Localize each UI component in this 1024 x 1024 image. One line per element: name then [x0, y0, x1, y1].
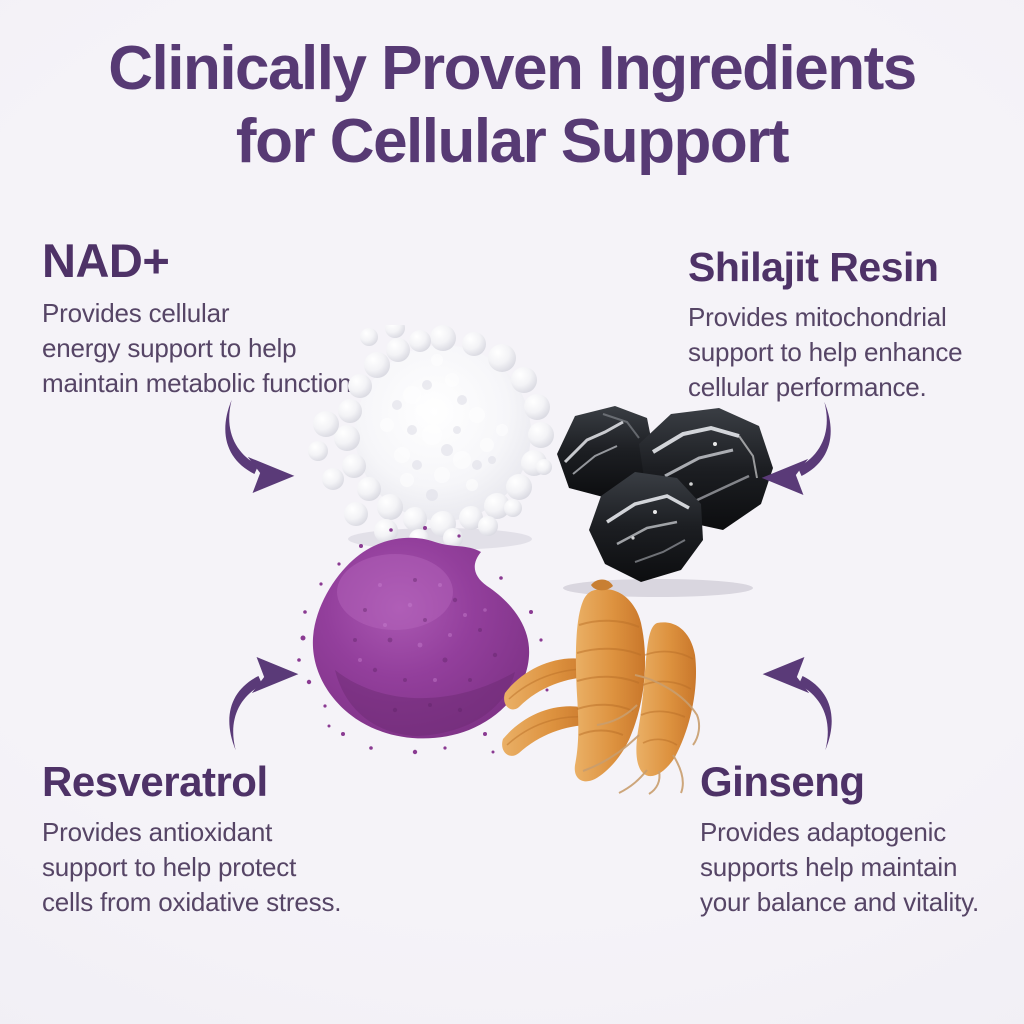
arrow-bottom-right-icon	[756, 655, 851, 754]
title-line-2: for Cellular Support	[235, 107, 790, 177]
ginseng-root	[502, 706, 593, 756]
ginseng-root	[582, 622, 701, 795]
title-line-1: Clinically Proven Ingredients	[108, 34, 917, 103]
ingredient-name-ginseng: Ginseng	[700, 758, 865, 805]
ingredient-block-nad: NAD+ Provides cellular energy support to…	[42, 236, 352, 401]
resin-chunk	[557, 406, 653, 498]
resveratrol-powder-photo	[295, 520, 550, 760]
page-title: Clinically Proven Ingredients for Cellul…	[0, 32, 1024, 178]
ingredient-name-nad: NAD+	[42, 234, 170, 287]
ingredient-block-resveratrol: Resveratrol Provides antioxidant support…	[42, 758, 342, 920]
shilajit-resin-chunks-photo	[543, 392, 783, 597]
ginseng-roots-photo	[487, 575, 717, 795]
ingredient-name-resveratrol: Resveratrol	[42, 758, 268, 805]
nad-granules-photo	[292, 318, 562, 560]
arrow-top-right-icon	[755, 398, 850, 497]
arrow-top-left-icon	[206, 396, 301, 495]
ingredient-block-shilajit: Shilajit Resin Provides mitochondrial su…	[688, 244, 963, 405]
ingredient-block-ginseng: Ginseng Provides adaptogenic supports he…	[700, 758, 980, 920]
ingredient-name-shilajit: Shilajit Resin	[688, 244, 939, 290]
ginseng-root	[574, 579, 646, 782]
ingredient-description-resveratrol: Provides antioxidant support to help pro…	[42, 817, 342, 918]
ingredient-description-shilajit: Provides mitochondrial support to help e…	[688, 302, 963, 403]
arrow-bottom-left-icon	[210, 655, 305, 754]
resin-chunk	[589, 472, 703, 582]
ingredient-description-ginseng: Provides adaptogenic supports help maint…	[700, 817, 980, 918]
ingredient-description-nad: Provides cellular energy support to help…	[42, 298, 352, 399]
